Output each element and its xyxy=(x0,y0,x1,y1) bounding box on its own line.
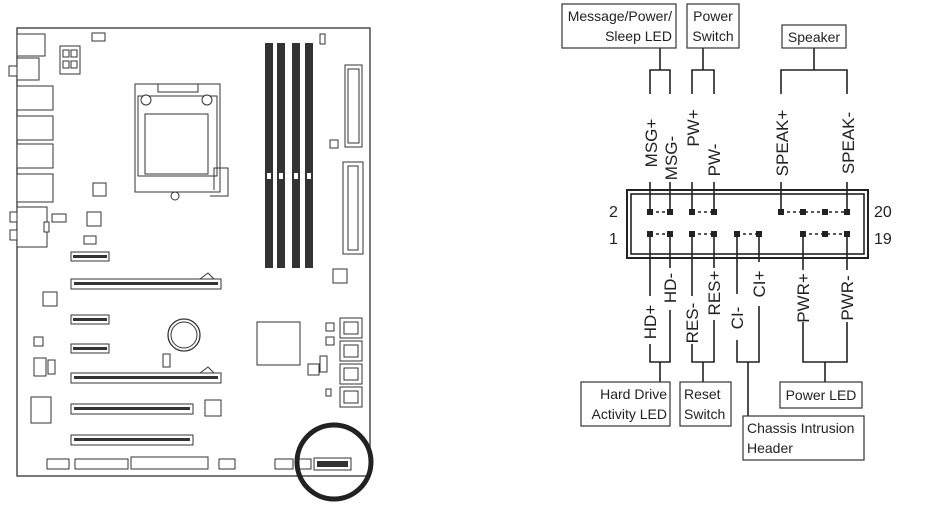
label-res-plus: RES+ xyxy=(705,270,724,315)
box-power-switch: Power Switch xyxy=(686,3,740,49)
label-ci-plus: CI+ xyxy=(750,270,769,297)
top-pin-labels: MSG+ MSG- PW+ PW- SPEAK+ SPEAK- xyxy=(642,109,858,180)
cmos-battery xyxy=(167,318,201,352)
svg-text:Reset: Reset xyxy=(684,386,721,402)
box-speaker: Speaker xyxy=(781,24,847,49)
svg-text:Message/Power/: Message/Power/ xyxy=(568,8,672,24)
pin-number-20: 20 xyxy=(874,204,892,221)
svg-text:Activity LED: Activity LED xyxy=(592,406,667,422)
header-inner xyxy=(630,193,865,255)
svg-text:Power: Power xyxy=(693,8,733,24)
svg-text:Switch: Switch xyxy=(684,406,725,422)
label-pw-minus: PW- xyxy=(705,144,724,177)
svg-text:Switch: Switch xyxy=(692,28,733,44)
svg-text:Power LED: Power LED xyxy=(786,387,857,403)
front-panel-diagram: 2 1 20 19 xyxy=(561,3,892,461)
svg-text:Hard Drive: Hard Drive xyxy=(600,386,667,402)
pin-number-2: 2 xyxy=(609,204,618,221)
bottom-headers xyxy=(46,456,352,471)
label-msg-minus: MSG- xyxy=(662,136,681,180)
small-components xyxy=(30,139,348,424)
atx-main-connector xyxy=(344,64,363,148)
svg-text:Speaker: Speaker xyxy=(788,29,840,45)
label-pwr-plus: PWR+ xyxy=(794,273,813,323)
box-power-led: Power LED xyxy=(779,381,863,409)
label-msg-plus: MSG+ xyxy=(642,119,661,168)
bottom-pin-labels: HD+ HD- RES- RES+ CI- CI+ PWR+ PWR- xyxy=(641,270,857,343)
highlight-circle xyxy=(294,422,374,502)
chipset xyxy=(256,321,301,366)
svg-text:Sleep LED: Sleep LED xyxy=(605,28,672,44)
expansion-slots xyxy=(70,251,222,446)
top-wiring xyxy=(649,48,848,209)
bottom-wiring xyxy=(649,237,848,416)
label-hd-plus: HD+ xyxy=(641,305,660,340)
label-ci-minus: CI- xyxy=(728,307,747,330)
box-reset-switch: Reset Switch xyxy=(679,381,732,427)
label-res-minus: RES- xyxy=(683,303,702,344)
cpu-socket xyxy=(134,83,229,201)
rear-io-panel xyxy=(8,33,54,248)
motherboard xyxy=(8,27,374,502)
label-pwr-minus: PWR- xyxy=(838,275,857,320)
label-speak-minus: SPEAK- xyxy=(839,112,858,174)
cpu-fan-header xyxy=(91,32,106,42)
pin-number-1: 1 xyxy=(609,231,618,248)
memory-slots xyxy=(265,33,326,268)
box-hard-drive-activity-led: Hard Drive Activity LED xyxy=(580,381,671,427)
label-hd-minus: HD- xyxy=(661,273,680,303)
label-speak-plus: SPEAK+ xyxy=(773,110,792,177)
atx12v-connector xyxy=(59,45,81,75)
sata-ports xyxy=(339,317,363,408)
pin-number-19: 19 xyxy=(874,231,892,248)
svg-text:Chassis Intrusion: Chassis Intrusion xyxy=(747,420,854,436)
label-pw-plus: PW+ xyxy=(684,109,703,146)
top-pin-row xyxy=(647,209,850,215)
box-message-power-sleep-led: Message/Power/ Sleep LED xyxy=(561,3,677,49)
box-chassis-intrusion-header: Chassis Intrusion Header xyxy=(742,415,865,461)
svg-text:Header: Header xyxy=(747,440,793,456)
header-outer xyxy=(626,189,869,259)
bottom-pin-row xyxy=(647,231,850,237)
